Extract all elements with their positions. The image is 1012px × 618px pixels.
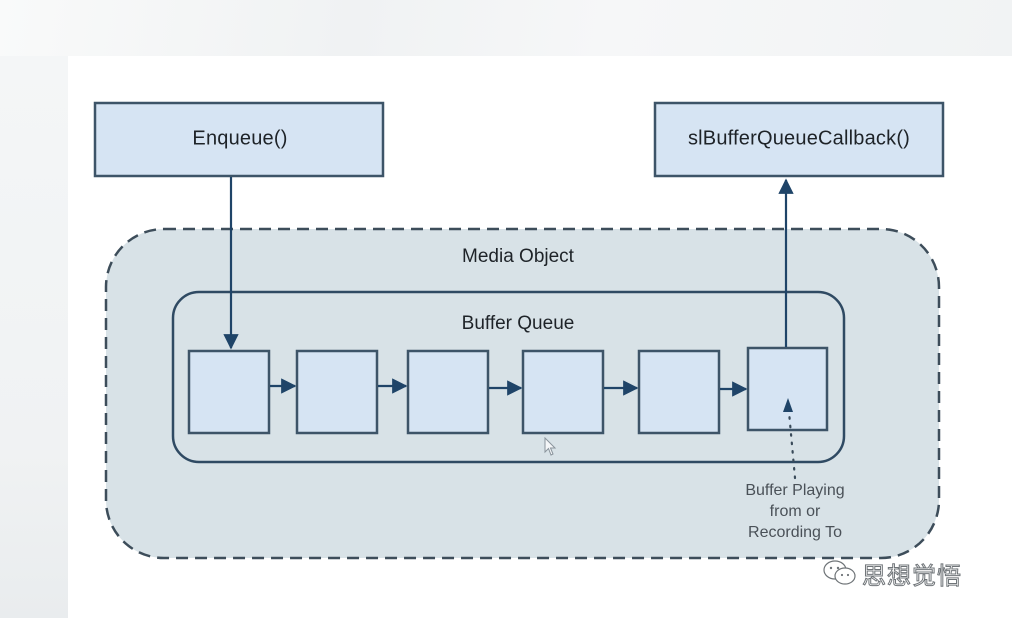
media-object-label: Media Object <box>462 246 574 267</box>
wechat-icon <box>823 560 856 585</box>
callback-box <box>653 101 945 178</box>
enqueue-box <box>93 101 385 178</box>
buffer-queue-label: Buffer Queue <box>461 313 575 334</box>
buffer-2 <box>295 349 379 435</box>
mouse-cursor-icon <box>544 437 557 456</box>
note-line-3: Recording To <box>748 524 842 541</box>
note-line-1: Buffer Playing <box>745 482 845 499</box>
note-line-2: from or <box>769 503 821 520</box>
callback-label: slBufferQueueCallback() <box>687 127 911 150</box>
enqueue-label: Enqueue() <box>192 127 288 150</box>
buffer-5 <box>637 349 721 435</box>
background-top-band <box>0 0 1012 56</box>
buffer-3 <box>406 349 490 435</box>
buffer-1 <box>187 349 271 435</box>
watermark-text: 思想觉悟 <box>862 561 962 590</box>
buffer-playing-note: Buffer Playing from or Recording To <box>745 480 844 543</box>
playing-pointer-dotted <box>787 410 797 480</box>
playing-pointer-arrowhead <box>783 398 793 412</box>
buffer-6-current <box>746 346 829 432</box>
background-left-band <box>0 56 68 618</box>
watermark: 思想觉悟 <box>822 554 962 592</box>
buffer-4 <box>521 349 605 435</box>
buffer-queue-container <box>171 290 846 464</box>
